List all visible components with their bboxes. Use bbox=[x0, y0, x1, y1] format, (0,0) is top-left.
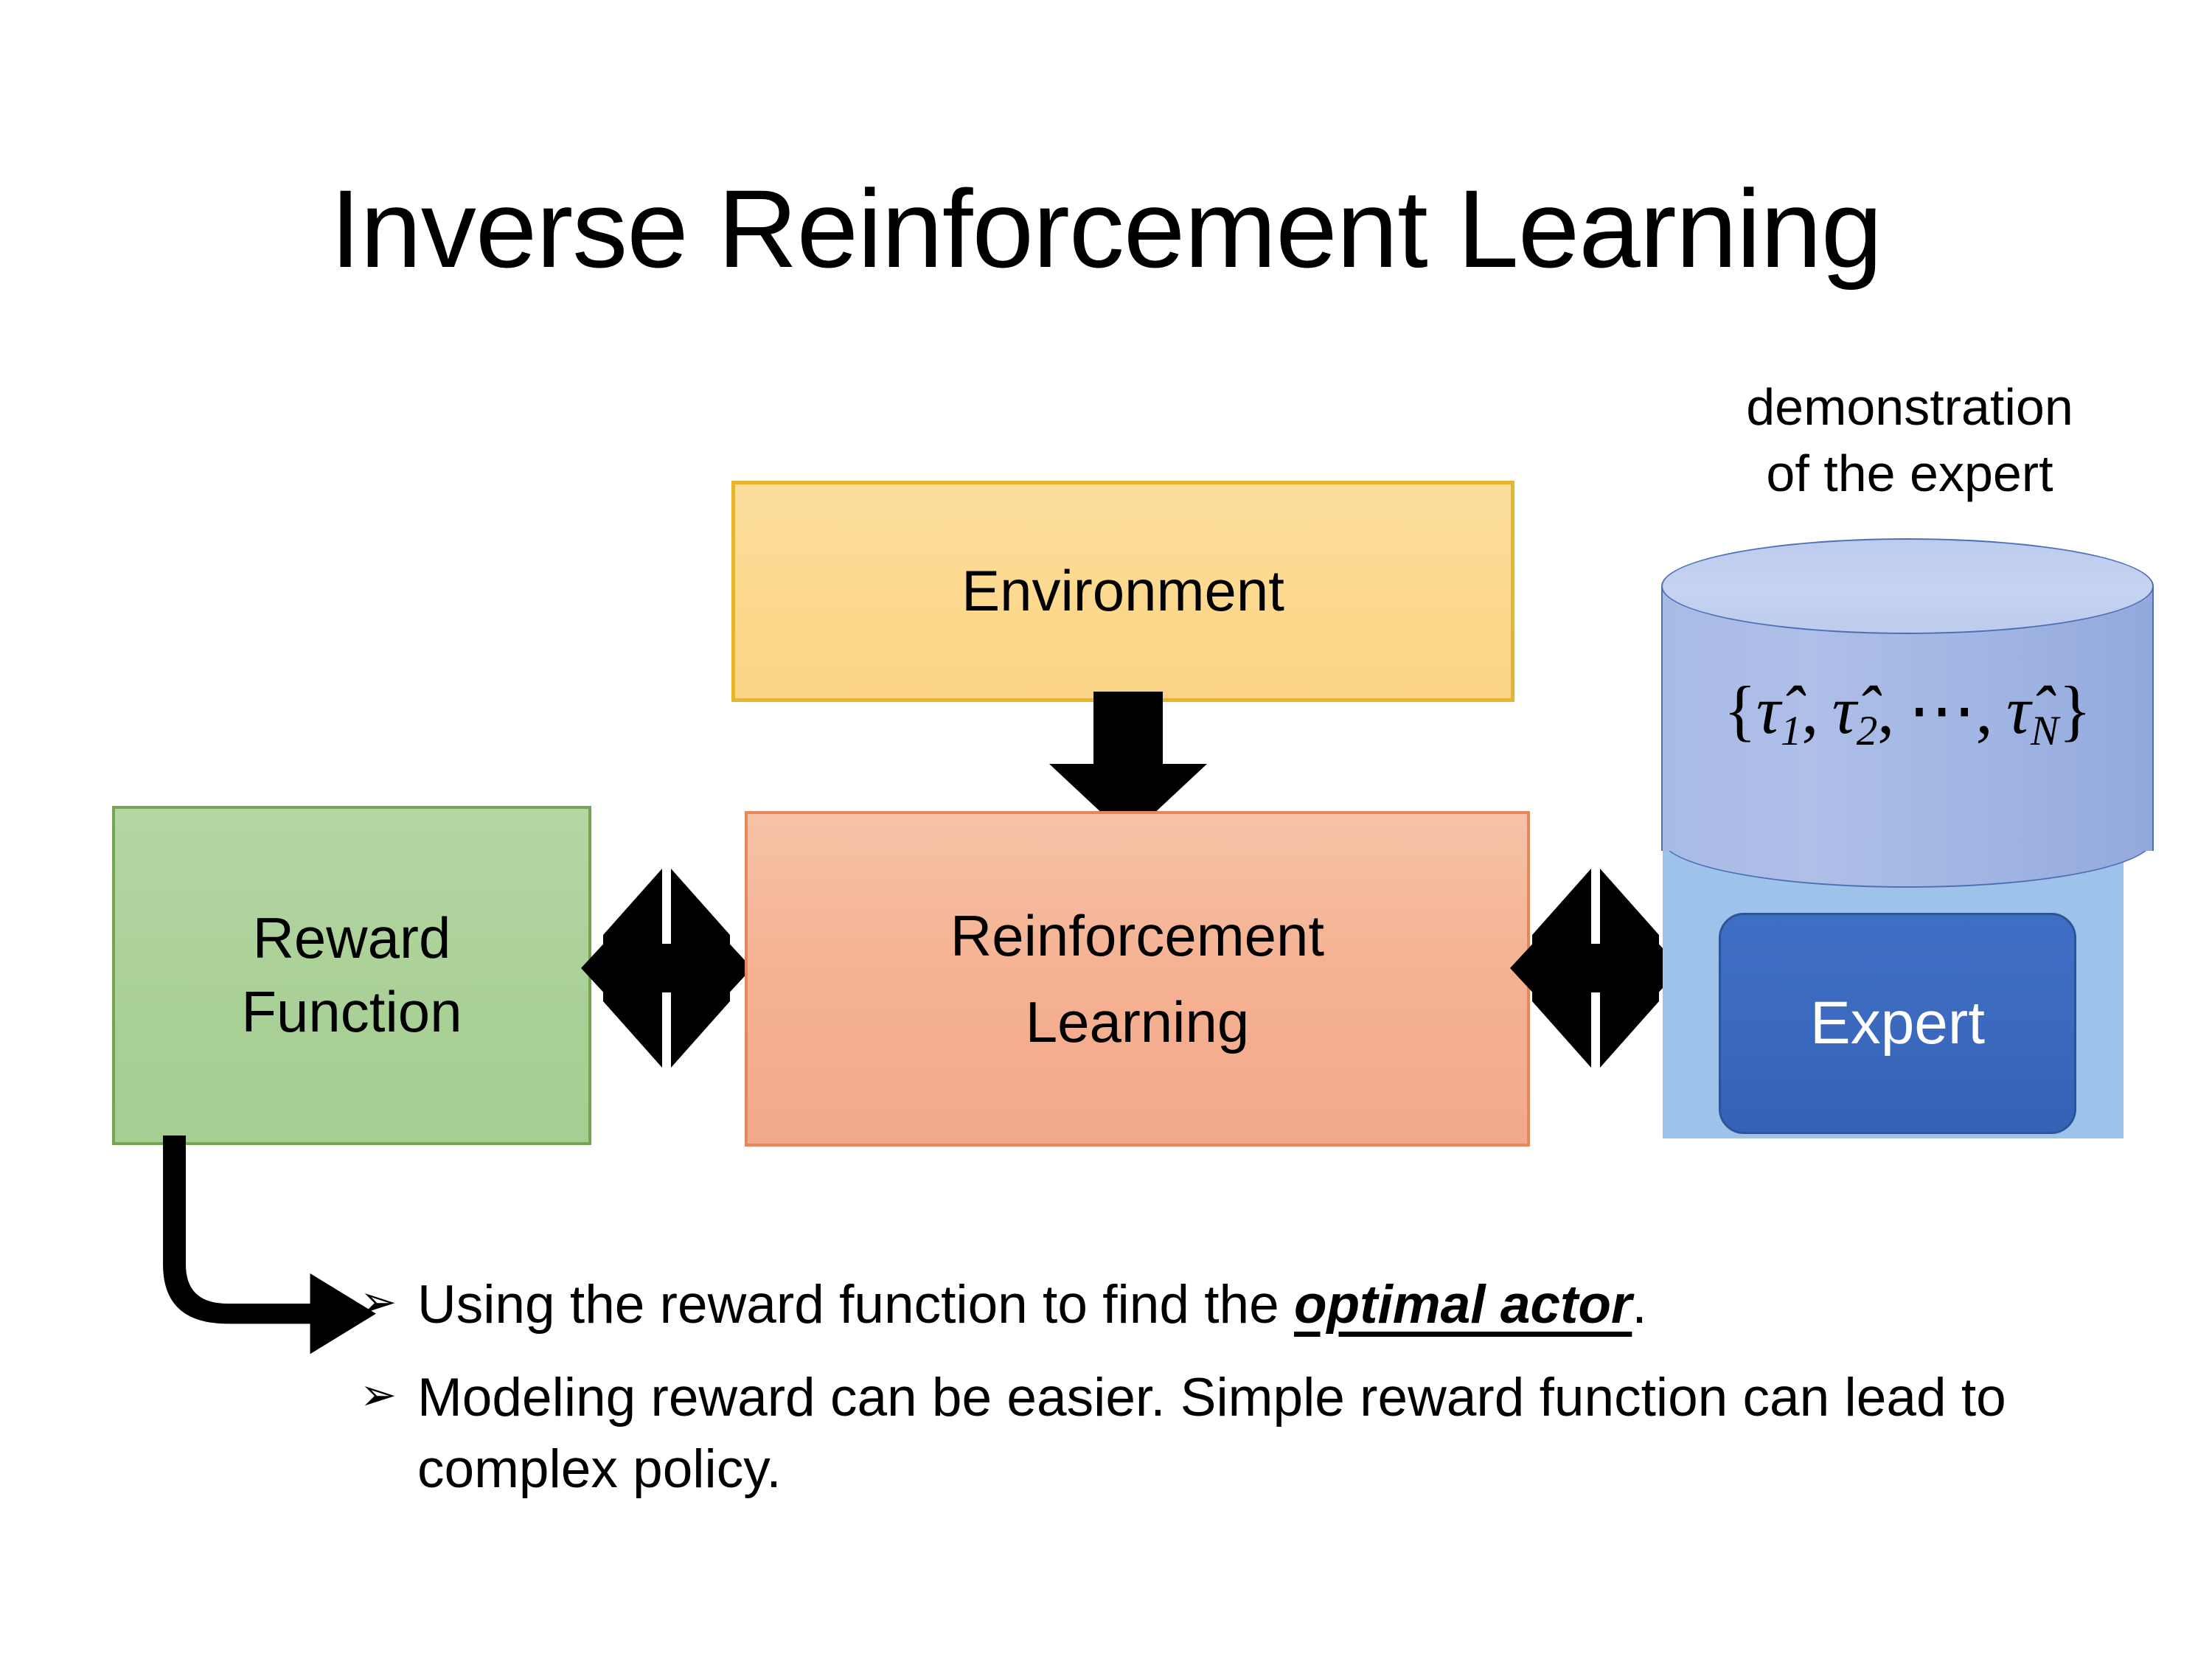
list-item: ➢ Using the reward function to find the … bbox=[360, 1270, 2129, 1340]
formula-item-n: τ̂N bbox=[2006, 672, 2059, 754]
bullet-emphasis: optimal actor bbox=[1293, 1275, 1632, 1335]
bullet-arrow-icon: ➢ bbox=[360, 1277, 397, 1326]
formula-item-n-subscript: N bbox=[2031, 707, 2059, 754]
bullet-text: Using the reward function to find the op… bbox=[417, 1270, 2129, 1340]
reward-to-bullets-elbow-arrow-icon bbox=[163, 1135, 377, 1354]
formula-open-brace: { bbox=[1723, 672, 1756, 748]
environment-to-rl-arrow-icon bbox=[1049, 692, 1207, 838]
bullet-text-before: Using the reward function to find the bbox=[417, 1275, 1294, 1335]
formula-item-2: τ̂2 bbox=[1832, 672, 1878, 754]
database-cylinder-top bbox=[1661, 538, 2154, 634]
expert-group: {τ̂1, τ̂2, ⋯, τ̂N} Expert bbox=[1661, 538, 2155, 1138]
environment-box-label: Environment bbox=[961, 558, 1284, 624]
list-item: ➢ Modeling reward can be easier. Simple … bbox=[360, 1363, 2129, 1505]
reinforcement-learning-box: Reinforcement Learning bbox=[745, 811, 1530, 1147]
formula-comma-3: , bbox=[1975, 672, 2007, 748]
formula-ellipsis: ⋯ bbox=[1907, 672, 1976, 748]
formula-close-brace: } bbox=[2059, 672, 2092, 748]
trajectory-set-formula: {τ̂1, τ̂2, ⋯, τ̂N} bbox=[1661, 670, 2154, 755]
reward-function-label-line1: Reward bbox=[252, 905, 451, 971]
formula-item-1-subscript: 1 bbox=[1780, 707, 1802, 754]
demonstration-caption: demonstration of the expert bbox=[1652, 375, 2168, 507]
reinforcement-learning-label-line1: Reinforcement bbox=[950, 902, 1325, 968]
rl-to-expert-four-way-arrow-icon bbox=[1510, 869, 1681, 1068]
reward-to-rl-four-way-arrow-icon bbox=[581, 869, 752, 1068]
formula-comma-2: , bbox=[1877, 672, 1908, 748]
formula-item-1: τ̂1 bbox=[1756, 672, 1802, 754]
expert-box-label: Expert bbox=[1810, 990, 1985, 1057]
reinforcement-learning-label-line2: Learning bbox=[1025, 989, 1250, 1054]
formula-comma-1: , bbox=[1801, 672, 1832, 748]
bullet-arrow-icon: ➢ bbox=[360, 1370, 397, 1420]
expert-box: Expert bbox=[1719, 913, 2076, 1134]
bullet-text-after: . bbox=[1632, 1275, 1647, 1335]
demonstration-caption-line1: demonstration bbox=[1746, 378, 2073, 436]
bullet-list: ➢ Using the reward function to find the … bbox=[360, 1270, 2129, 1527]
page-title: Inverse Reinforcement Learning bbox=[330, 167, 1883, 291]
demonstration-caption-line2: of the expert bbox=[1766, 444, 2053, 502]
reward-function-box: Reward Function bbox=[112, 806, 591, 1145]
environment-box: Environment bbox=[731, 481, 1514, 702]
formula-item-2-subscript: 2 bbox=[1856, 707, 1878, 754]
reward-function-label-line2: Function bbox=[241, 979, 462, 1044]
bullet-text: Modeling reward can be easier. Simple re… bbox=[417, 1368, 2006, 1499]
